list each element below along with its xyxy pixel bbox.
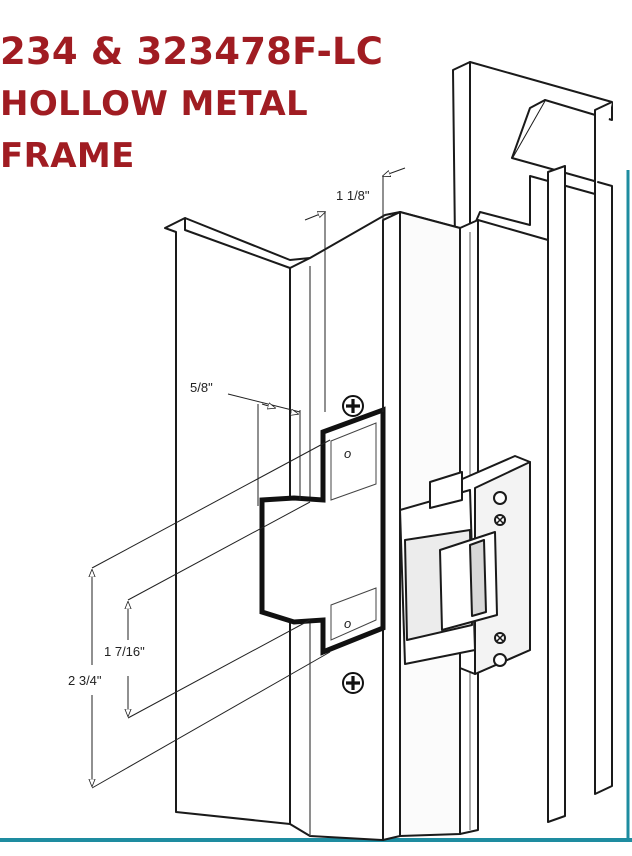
svg-text:o: o [344,616,351,631]
title-line-hollow-metal: HOLLOW METAL [0,84,309,124]
title-model-number: 234 & 323478F-LC [0,30,384,73]
frame-rear-flange [452,61,613,795]
strike-cutout: o o [259,406,386,656]
dimension-overall-height [92,439,331,789]
dimension-inner-height-label: 1 7/16" [104,644,145,659]
dimension-inner-height [128,501,311,719]
dimension-lip-width [227,393,301,506]
accent-border [0,170,632,842]
electric-strike-unit [399,455,531,675]
dimension-lip-width-label: 5/8" [190,380,213,395]
screw-icon [342,672,364,694]
screw-icon [342,395,364,417]
title-line-frame: FRAME [0,136,135,176]
dimension-top-width [304,167,406,412]
dimension-top-width-label: 1 1/8" [336,188,370,203]
dimension-overall-height-label: 2 3/4" [68,673,102,688]
svg-text:o: o [344,446,351,461]
